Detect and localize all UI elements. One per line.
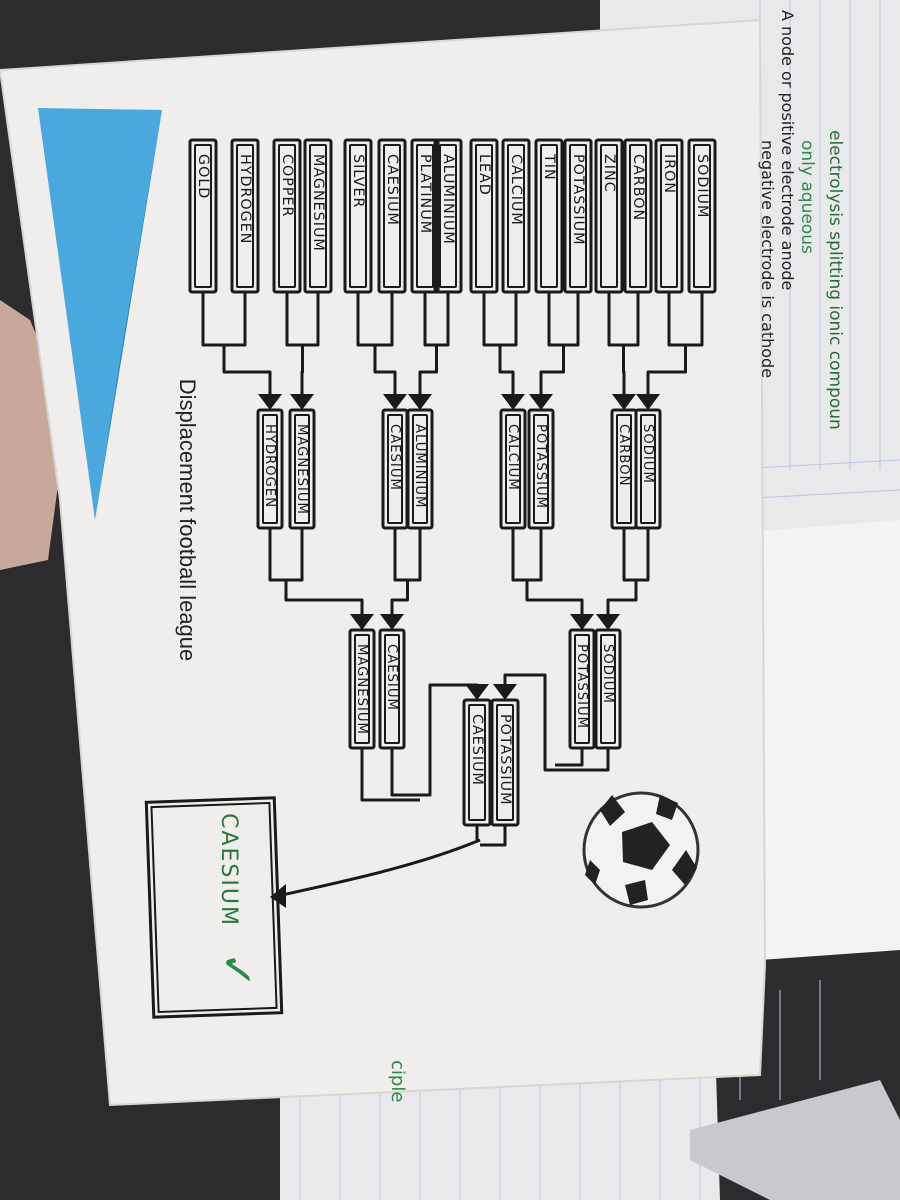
round1-team-3: CARBON: [623, 138, 653, 294]
round1-team-8-label: LEAD: [476, 154, 492, 196]
round1-team-6-label: TIN: [541, 153, 557, 181]
round2-team-6-label: CAESIUM: [387, 424, 402, 491]
round3-team-4-label: MAGNESIUM: [354, 644, 369, 735]
winner-name: CAESIUM: [216, 813, 241, 927]
round3-team-2-label: POTASSIUM: [574, 644, 589, 729]
round1-team-9-label: ALUMINIUM: [440, 154, 456, 245]
round1-team-10-label: PLATINUM: [417, 154, 433, 234]
round1-team-5-label: POTASSIUM: [570, 154, 586, 245]
round2-team-4-label: CALCIUM: [505, 424, 520, 491]
semifinal-team-1: POTASSIUM: [490, 698, 520, 827]
semifinal-team-2-label: CAESIUM: [469, 714, 485, 786]
round2-team-3-label: POTASSIUM: [533, 424, 548, 509]
winner-box: [144, 796, 284, 1019]
notebook-margin-word: ciple: [387, 1060, 408, 1102]
notebook-line-3: A node or positive electrode anode: [778, 10, 797, 290]
round2-team-5-label: ALUMINIUM: [412, 424, 427, 508]
plastic-sleeve: [690, 1080, 900, 1200]
round1-team-2-label: IRON: [661, 154, 677, 194]
teacher-tick-mark: ✓: [211, 952, 262, 989]
round2-team-7-label: MAGNESIUM: [294, 424, 309, 515]
round1-team-13-label: MAGNESIUM: [310, 154, 326, 252]
blue-triangle-decoration: [38, 108, 162, 520]
round1-team-16-label: GOLD: [195, 154, 211, 199]
round2-team-2-label: CARBON: [616, 424, 631, 486]
round1-team-16: GOLD: [188, 138, 218, 294]
round1-team-11-label: CAESIUM: [384, 154, 400, 226]
round2-team-8-label: HYDROGEN: [262, 424, 277, 508]
round1-team-9: ALUMINIUM: [433, 138, 463, 294]
worksheet-title: Displacement football league: [175, 379, 200, 662]
round1-team-14-label: COPPER: [279, 154, 295, 217]
blue-triangle-shade: [95, 110, 162, 520]
round3-team-3-label: CAESIUM: [384, 644, 399, 711]
notebook-line-2: only aqueous: [797, 140, 817, 254]
football-picture: [582, 791, 700, 909]
round1-team-7: CALCIUM: [501, 138, 531, 294]
round1-team-7-label: CALCIUM: [508, 154, 524, 226]
round1-team-3-label: CARBON: [630, 154, 646, 221]
notebook-line-1: electrolysis splitting ionic compoun: [825, 130, 845, 430]
tournament-bracket: SODIUM IRON CARBON ZINC POTASSIUM TIN CALCIUM L…: [188, 138, 717, 847]
round2-team-1-label: SODIUM: [640, 424, 655, 484]
round1-team-15-label: HYDROGEN: [237, 154, 253, 245]
notebook-line-4: negative electrode is cathode: [758, 140, 777, 378]
round1-team-4-label: ZINC: [601, 154, 617, 193]
round1-team-1-label: SODIUM: [694, 154, 710, 218]
round1-team-12-label: SILVER: [350, 154, 366, 208]
round3-team-1-label: SODIUM: [600, 644, 615, 704]
semifinal-team-1-label: POTASSIUM: [497, 714, 513, 805]
final-arrow: [281, 838, 481, 897]
